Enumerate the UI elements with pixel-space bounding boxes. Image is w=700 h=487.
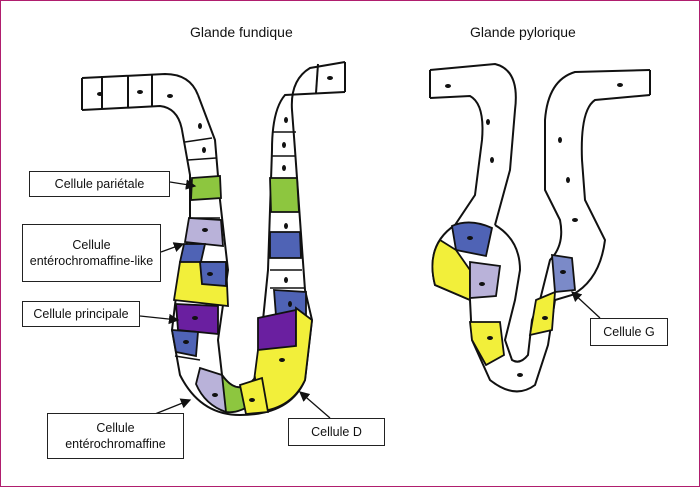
ecl-cell-left xyxy=(183,217,224,248)
label-d-cell: Cellule D xyxy=(288,418,385,446)
label-parietal-cell: Cellule pariétale xyxy=(29,171,170,197)
label-principal-cell: Cellule principale xyxy=(22,301,140,327)
pyloric-gland-title: Glande pylorique xyxy=(470,24,576,40)
fundic-gland-title: Glande fundique xyxy=(190,24,293,40)
yellow-cell-bottom xyxy=(238,376,270,415)
fundic-nuclei xyxy=(97,76,333,402)
yellow-cell-pyloric-bottom xyxy=(468,321,505,367)
yellow-cell-pyloric-right xyxy=(528,290,557,337)
fundic-colored-cells xyxy=(170,175,313,415)
blue-cell-right-upper xyxy=(269,231,302,259)
label-ecl-cell: Cellule entérochromaffine-like xyxy=(22,224,161,282)
parietal-cell-left xyxy=(190,175,222,201)
pyloric-colored-cells xyxy=(431,221,576,367)
parietal-cell-right xyxy=(269,177,300,213)
label-ec-cell: Cellule entérochromaffine xyxy=(47,413,184,459)
ecl-cell-pyloric xyxy=(469,260,502,299)
pyloric-nuclei xyxy=(445,83,623,377)
label-g-cell: Cellule G xyxy=(590,318,668,346)
